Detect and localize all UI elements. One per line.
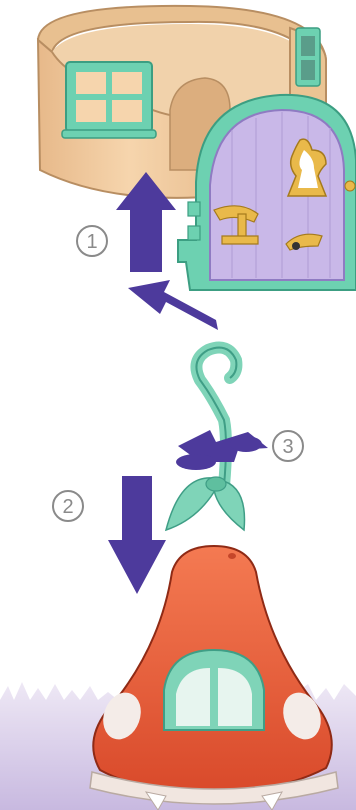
step-1-badge: 1 (77, 226, 107, 256)
step-2-badge: 2 (53, 491, 83, 521)
step-3-badge: 3 (273, 431, 303, 461)
mushroom-house-base (90, 546, 338, 810)
front-window-icon (62, 62, 156, 138)
step-3-number: 3 (282, 436, 293, 458)
side-window-icon (296, 28, 320, 86)
step-2-down-arrow (108, 476, 166, 594)
step-2-number: 2 (62, 496, 73, 518)
mushroom-window-icon (164, 650, 264, 730)
step-1-number: 1 (86, 231, 97, 253)
